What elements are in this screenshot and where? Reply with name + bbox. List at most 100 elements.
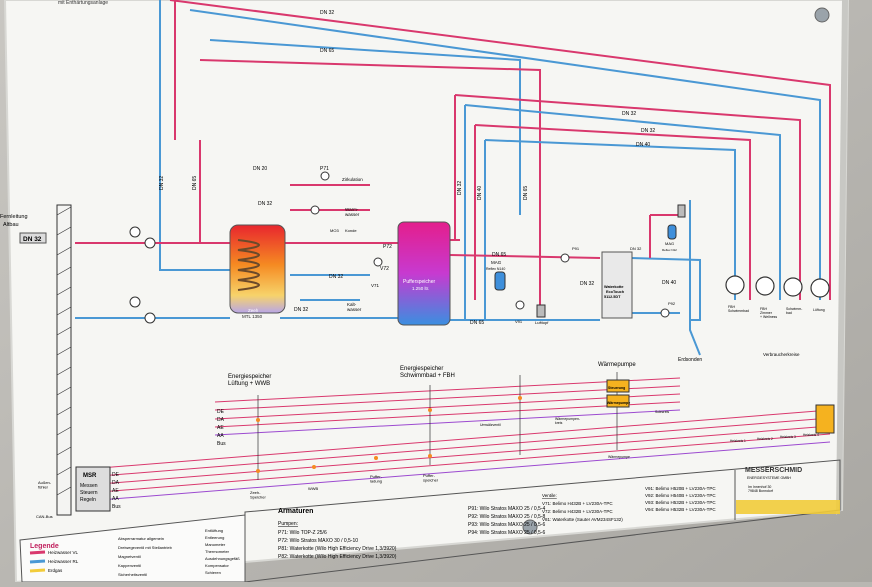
valve-v71: V71 <box>371 283 380 288</box>
pipe-label-9: DN 32 <box>457 181 463 195</box>
top-note: mit Enthärtungsanlage <box>58 0 108 6</box>
lufttopf <box>536 304 546 318</box>
pump2-line-0: P91: Wilo Stratos MAXO 25 / 0,5-4 <box>468 506 545 512</box>
msr-l2: Steuern <box>80 490 98 496</box>
bus-note-7: Heizkreis 3 <box>780 435 796 439</box>
tank1-line2: MTL 1350 <box>242 314 263 319</box>
legend-sym2-0: Entlüftung <box>205 528 223 533</box>
legend-item-1: Heizwasser RL <box>48 559 79 564</box>
valves-title: Ventile: <box>542 493 557 498</box>
pipe-label-12: DN 65 <box>470 320 484 326</box>
legend-sym2-2: Manometer <box>205 542 226 547</box>
lower-section-1: Zeeh-Speicher <box>250 490 266 500</box>
bus-dots <box>256 396 522 473</box>
hp-line2: EcoTouch <box>606 290 625 294</box>
tank2-line2: 1.250 ltr. <box>412 286 429 291</box>
tank1-line1: Zeeh <box>248 308 259 313</box>
bus-note-8: Heizkreis 4 <box>803 433 819 437</box>
consumer-circles <box>725 275 830 298</box>
valve2-line-0: V91: Belimo H520B + LV230A-TPC <box>645 486 716 491</box>
pipe-label-13: DN 32 <box>641 128 655 134</box>
bus-label-1: DA <box>217 417 225 423</box>
ctrl-box-2-label: Wärmepumpe <box>607 401 630 405</box>
pump-line-2: P81: Waterkotte (Wilo High Efficiency Dr… <box>278 546 397 552</box>
bus-note-4: Wärmepumpe <box>608 455 630 459</box>
valve-line-2: V81: Waterkotte (Sauter AVM234SF132) <box>542 517 623 522</box>
board-edge <box>836 0 848 515</box>
legend-swatch-vl <box>29 550 46 555</box>
screw-bottom <box>522 519 538 535</box>
bus-lower-2: AE <box>112 488 119 494</box>
pipe-label-7: DN 32 <box>329 274 343 280</box>
konde-label: Konde <box>345 228 357 233</box>
mag-right-sub: Reflex N12 <box>662 248 677 252</box>
mag-left-label: MAG <box>491 260 502 265</box>
bus-lower-0: DE <box>112 472 120 478</box>
bus-lower-1: DA <box>112 480 120 486</box>
pipe-label-2: DN 32 <box>159 176 165 190</box>
controller-box-1 <box>606 379 630 393</box>
fernleitung-label: Fernleitung <box>0 214 28 220</box>
wall-hatch <box>56 204 72 516</box>
mo3-label: MO3 <box>330 228 339 233</box>
valve-line-1: V72: Belimo H432B + LV230A-TPC <box>542 509 613 514</box>
pipe-label-18: DN 32 <box>630 246 642 251</box>
mag-left <box>494 271 506 291</box>
section-3: Wärmepumpe <box>598 362 636 368</box>
armaturen-title: Armaturen <box>278 508 313 515</box>
dn32-box <box>19 232 47 244</box>
pipe-label-4: DN 32 <box>622 111 636 117</box>
pump-p72: P72 <box>383 244 392 250</box>
pipe-label-10: DN 40 <box>477 186 483 200</box>
legend-item-0: Heizwasser VL <box>48 550 79 555</box>
msr-title: MSR <box>83 473 97 479</box>
legend-swatch-rl <box>29 559 46 564</box>
pipe-label-15: DN 40 <box>636 142 650 148</box>
bus-label-0: DE <box>217 409 225 415</box>
pipe-label-3: DN 65 <box>192 176 198 190</box>
pump2-line-2: P93: Wilo Stratos MAXO 25 / 0,5-6 <box>468 522 545 528</box>
dn32-box-label: DN 32 <box>23 236 42 243</box>
consumer-4: Lüftung <box>813 308 825 312</box>
legend-title: Legende <box>30 543 59 550</box>
hp-line1: Waterkotte <box>604 285 623 289</box>
pipe-label-6: DN 32 <box>258 201 272 207</box>
control-bus-lines <box>99 372 831 501</box>
legend-sym1-3: Kappenventil <box>118 563 141 568</box>
pump-line-3: P82: Waterkotte (Wilo High Efficiency Dr… <box>278 554 397 560</box>
pipe-label-11: DN 65 <box>523 186 529 200</box>
bus-note-5: Heizkreis 1 <box>730 439 746 443</box>
pipe-label-17: DN 40 <box>662 280 676 286</box>
pump-p71: P71 <box>320 166 329 172</box>
pipe-label-0: DN 32 <box>320 10 334 16</box>
msr-box <box>75 466 111 512</box>
ausbau-label: Außen-fühler <box>38 480 52 490</box>
legend-sym2-1: Entleerung <box>205 535 224 540</box>
pump-line-0: P71: Wilo TOP-Z 25/6 <box>278 530 327 536</box>
bus-note-6: Heizkreis 2 <box>757 437 773 441</box>
valve2-line-3: V94: Belimo H532B + LV230A-TPC <box>645 507 716 512</box>
tank-coil <box>237 239 260 291</box>
bus-note-2: Wärmepumpen-kreis <box>555 417 581 425</box>
pump-p92: P92 <box>668 301 676 306</box>
bus-label-2: AE <box>217 425 224 431</box>
screw-top-right <box>814 7 830 23</box>
valve2-line-2: V93: Belimo H532B + LV230A-TPC <box>645 500 716 505</box>
pump2-line-3: P94: Wilo Stratos MAXO 25 / 0,5-6 <box>468 530 545 536</box>
legend-sym2-4: Ausdehnungsgefäß <box>205 556 240 561</box>
valve-line-0: V71: Belimo H432B + LV230A-TPC <box>542 501 613 506</box>
labels-layer: mit Enthärtungsanlage DN 32 DN 65 DN 32 … <box>0 0 825 577</box>
bus-note-3: Soleкreis <box>655 410 669 414</box>
company-sub: ENERGIESYSTEME GMBH <box>747 476 791 480</box>
consumer-3: Schwimm-bad <box>786 307 803 315</box>
legend-sym2-3: Thermometer <box>205 549 230 554</box>
pipe-network <box>75 0 831 356</box>
legend-sym1-2: Magnetventil <box>118 554 141 559</box>
legend-sym2-5: Kompensator <box>205 563 229 568</box>
company-name: MESSERSCHMID <box>745 467 802 474</box>
